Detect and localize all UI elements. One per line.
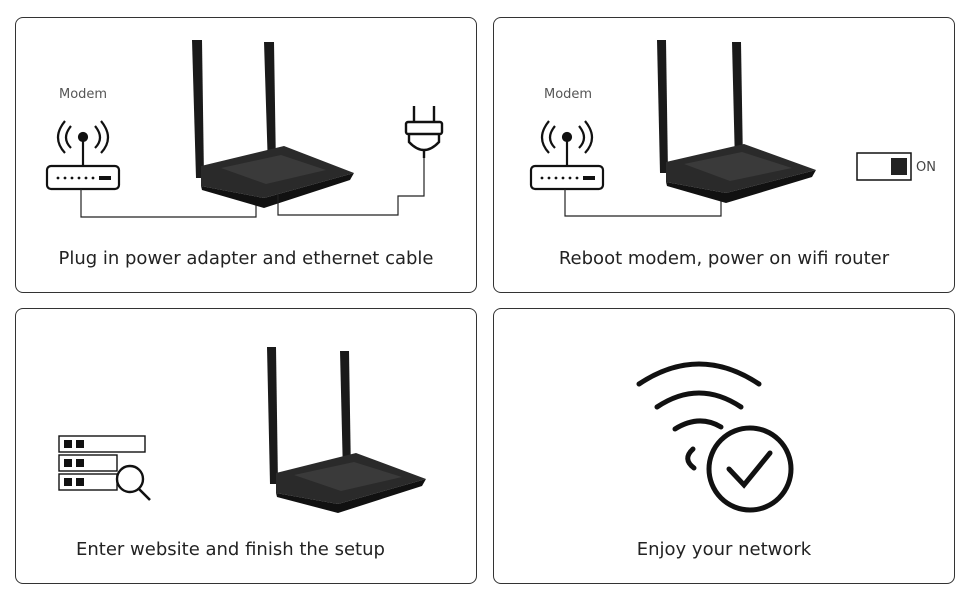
modem-icon bbox=[529, 120, 605, 191]
step-3-illustration bbox=[58, 347, 426, 513]
website-search-icon bbox=[58, 435, 151, 501]
step-2-illustration bbox=[529, 40, 912, 217]
modem-label: Modem bbox=[59, 87, 108, 102]
ethernet-cable bbox=[564, 189, 722, 217]
switch-on-label: ON bbox=[916, 160, 936, 175]
step-panel-3: Enter website and finish the setup bbox=[15, 308, 477, 584]
step-2-caption: Reboot modem, power on wifi router bbox=[558, 248, 890, 269]
step-4-caption: Enjoy your network bbox=[636, 539, 812, 560]
step-3-caption: Enter website and finish the setup bbox=[76, 539, 385, 560]
power-plug-icon bbox=[404, 106, 444, 158]
router-image bbox=[267, 347, 426, 513]
power-cable bbox=[277, 156, 425, 216]
step-panel-2: Modem ON Reboot modem, power on wifi rou… bbox=[493, 17, 955, 293]
step-panel-1: Modem Plug in power adapter and ethernet… bbox=[15, 17, 477, 293]
modem-icon bbox=[45, 120, 121, 191]
power-switch-on bbox=[856, 152, 912, 181]
step-panel-4: Enjoy your network bbox=[493, 308, 955, 584]
router-image bbox=[657, 40, 816, 203]
wifi-check-icon bbox=[636, 361, 794, 513]
step-1-caption: Plug in power adapter and ethernet cable bbox=[58, 248, 434, 269]
step-4-illustration bbox=[636, 361, 794, 513]
modem-label: Modem bbox=[544, 87, 593, 102]
step-1-illustration bbox=[45, 40, 444, 218]
router-image bbox=[192, 40, 354, 208]
